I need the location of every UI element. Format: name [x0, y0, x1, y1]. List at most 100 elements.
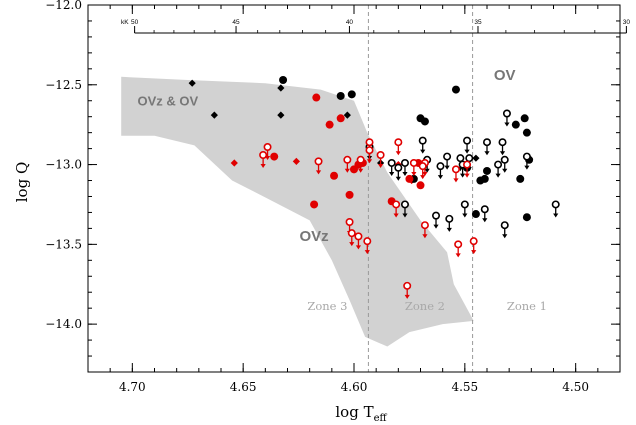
- upper-limit-arrowhead: [366, 159, 373, 164]
- upper-limit-point: [354, 232, 363, 250]
- upper-limit-arrowhead: [264, 156, 271, 161]
- upper-limit-arrowhead: [315, 170, 322, 175]
- circle-point: [336, 114, 345, 123]
- upper-limit-point: [445, 214, 454, 232]
- upper-limit-circle: [347, 229, 356, 238]
- top-axis-tick-label: 45: [232, 19, 240, 26]
- circle-point: [520, 114, 529, 123]
- diamond-point: [188, 79, 196, 87]
- upper-limit-circle: [445, 214, 454, 223]
- upper-limit-circle: [451, 165, 460, 174]
- upper-limit-arrowhead: [395, 176, 401, 181]
- upper-limit-point: [400, 158, 409, 176]
- circle-point: [416, 181, 425, 190]
- upper-limit-circle: [420, 221, 429, 230]
- upper-limit-arrowhead: [446, 227, 452, 232]
- upper-limit-arrowhead: [462, 213, 468, 218]
- region-label: OV: [494, 67, 516, 84]
- upper-limit-circle: [314, 157, 323, 166]
- region-labels: OVz & OV OV OVz: [137, 67, 515, 245]
- upper-limit-arrowhead: [355, 245, 362, 250]
- upper-limit-point: [347, 229, 356, 247]
- upper-limit-arrowhead: [420, 149, 426, 154]
- shaded-region: [121, 76, 474, 347]
- upper-limit-circle: [498, 138, 507, 147]
- upper-limit-point: [392, 200, 401, 218]
- upper-limit-arrowhead: [495, 173, 501, 178]
- upper-limit-point: [443, 152, 452, 170]
- upper-limit-point: [522, 152, 531, 170]
- y-tick-label: −13.5: [45, 237, 82, 251]
- top-axis-tick-label: 35: [474, 19, 482, 26]
- circle-point: [270, 152, 279, 161]
- upper-limit-circle: [460, 200, 469, 209]
- upper-limit-circle: [443, 152, 452, 161]
- x-tick-label: 4.55: [451, 380, 478, 394]
- upper-limit-arrowhead: [553, 213, 559, 218]
- upper-limit-arrowhead: [404, 294, 410, 299]
- upper-limit-arrowhead: [504, 122, 510, 127]
- upper-limit-arrowhead: [344, 168, 350, 173]
- upper-limit-arrowhead: [422, 234, 428, 239]
- upper-limit-point: [356, 155, 365, 173]
- circle-point: [420, 117, 429, 126]
- y-tick-label: −13.0: [45, 158, 82, 172]
- upper-limit-arrowhead: [349, 242, 355, 247]
- upper-limit-point: [480, 205, 489, 223]
- plot-region: [121, 76, 474, 347]
- upper-limit-circle: [387, 158, 396, 167]
- upper-limit-arrowhead: [358, 168, 364, 173]
- upper-limit-circle: [432, 211, 441, 220]
- upper-limit-arrowhead: [460, 173, 466, 178]
- upper-limit-arrowhead: [402, 171, 408, 176]
- upper-limit-circle: [418, 136, 427, 145]
- upper-limit-arrowhead: [378, 163, 384, 168]
- upper-limit-arrowhead: [464, 149, 470, 154]
- upper-limit-circle: [551, 200, 560, 209]
- top-axis-tick-label: 50: [131, 19, 139, 26]
- region-label: OVz & OV: [137, 94, 198, 109]
- upper-limit-point: [432, 211, 441, 229]
- upper-limit-circle: [463, 160, 472, 169]
- upper-limit-circle: [480, 205, 489, 214]
- upper-limit-point: [463, 160, 472, 178]
- zone-label: Zone 1: [507, 299, 547, 313]
- circle-point: [483, 166, 491, 175]
- circle-point: [336, 91, 345, 100]
- circle-point: [480, 174, 489, 183]
- upper-limit-point: [400, 200, 409, 218]
- upper-limit-circle: [394, 163, 403, 172]
- upper-limit-circle: [363, 237, 372, 246]
- circle-point: [347, 90, 356, 99]
- upper-limit-circle: [456, 154, 465, 163]
- upper-limit-circle: [365, 146, 374, 155]
- region-label: OVz: [300, 228, 329, 245]
- upper-limit-circle: [343, 155, 352, 164]
- diamond-point: [472, 154, 480, 162]
- upper-limit-point: [502, 109, 511, 127]
- diamond-point: [292, 157, 300, 165]
- upper-limit-circle: [409, 158, 418, 167]
- upper-limit-circle: [354, 232, 363, 241]
- circle-point: [451, 85, 460, 94]
- upper-limit-point: [420, 221, 429, 239]
- upper-limit-circle: [463, 136, 472, 145]
- top-axis-tick-label: 40: [346, 19, 354, 26]
- x-tick-label: 4.60: [341, 380, 368, 394]
- upper-limit-point: [463, 136, 472, 154]
- upper-limit-point: [376, 150, 385, 168]
- upper-limit-circle: [500, 221, 509, 230]
- upper-limit-point: [454, 240, 463, 258]
- circle-point: [310, 200, 319, 209]
- upper-limit-circle: [482, 138, 491, 147]
- upper-limit-arrowhead: [424, 168, 430, 173]
- upper-limit-point: [409, 158, 418, 176]
- top-axis-unit-label: kK: [121, 19, 129, 26]
- upper-limit-point: [469, 237, 478, 255]
- upper-limit-circle: [494, 160, 503, 169]
- circle-point: [522, 128, 531, 137]
- upper-limit-circle: [356, 155, 365, 164]
